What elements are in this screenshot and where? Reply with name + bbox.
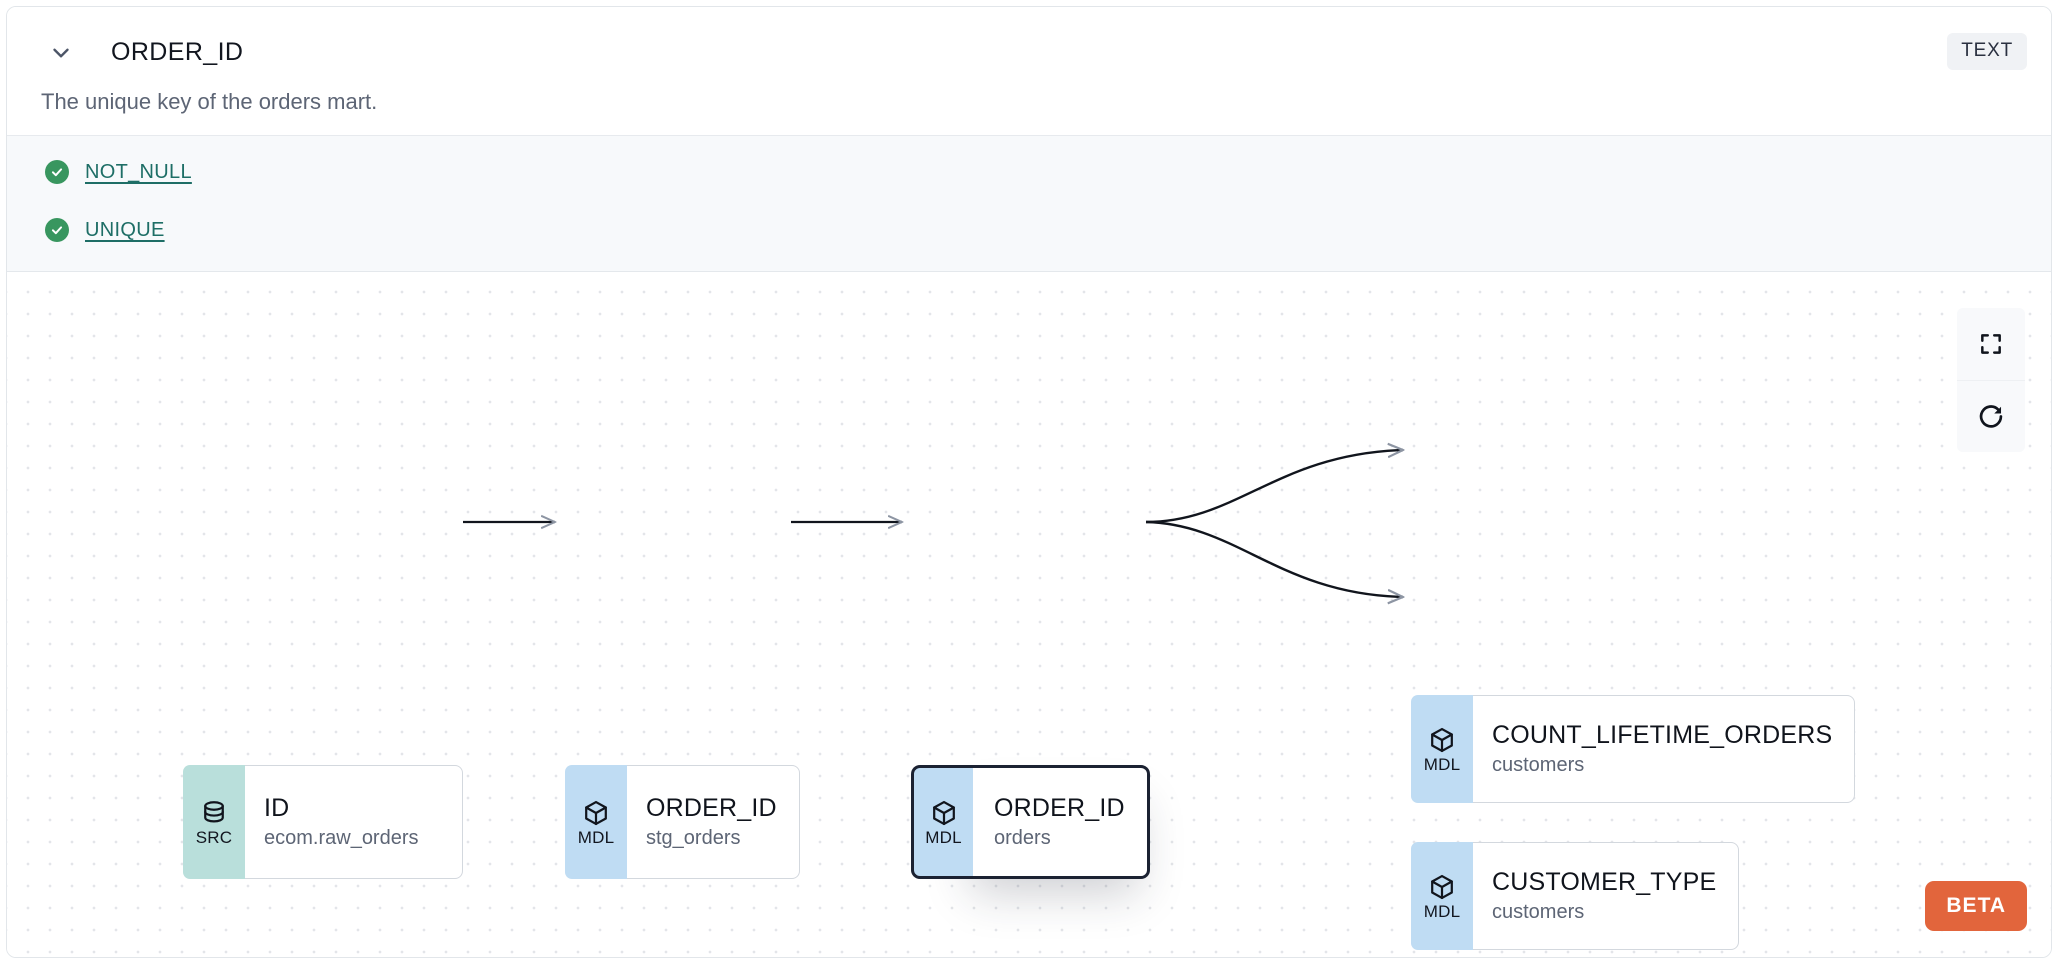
test-row[interactable]: UNIQUE	[45, 218, 165, 242]
refresh-button[interactable]	[1957, 380, 2025, 452]
beta-badge[interactable]: BETA	[1925, 881, 2027, 931]
cube-icon	[585, 800, 607, 826]
panel-header: ORDER_ID TEXT The unique key of the orde…	[7, 7, 2051, 135]
node-badge-label: MDL	[1423, 902, 1461, 921]
canvas-controls	[1957, 308, 2025, 452]
node-column-name: ORDER_ID	[994, 794, 1125, 822]
column-description: The unique key of the orders mart.	[41, 89, 378, 114]
database-icon	[204, 801, 224, 823]
column-detail-panel: ORDER_ID TEXT The unique key of the orde…	[6, 6, 2052, 958]
check-circle-icon	[45, 218, 69, 242]
lineage-node-src[interactable]: SRC ID ecom.raw_orders	[183, 765, 463, 879]
lineage-canvas[interactable]: SRC ID ecom.raw_orders MDL ORDER_ID stg_…	[7, 272, 2051, 957]
node-badge-mdl: MDL	[1411, 695, 1473, 803]
cube-icon	[1431, 727, 1453, 753]
lineage-node-orders-selected[interactable]: MDL ORDER_ID orders	[911, 765, 1150, 879]
node-badge-label: SRC	[195, 828, 233, 847]
node-body: ORDER_ID stg_orders	[613, 765, 800, 879]
cube-icon	[932, 800, 955, 826]
node-badge-mdl: MDL	[911, 765, 973, 879]
fullscreen-icon	[1981, 334, 2001, 354]
node-badge-src: SRC	[183, 765, 245, 879]
node-resource-name: ecom.raw_orders	[264, 827, 419, 849]
lineage-node-count-lifetime-orders[interactable]: MDL COUNT_LIFETIME_ORDERS customers	[1411, 695, 1856, 803]
lineage-node-stg-orders[interactable]: MDL ORDER_ID stg_orders	[565, 765, 800, 879]
lineage-node-customer-type[interactable]: MDL CUSTOMER_TYPE customers	[1411, 842, 1740, 950]
node-body: COUNT_LIFETIME_ORDERS customers	[1459, 695, 1856, 803]
refresh-icon	[1979, 404, 2003, 428]
node-body: CUSTOMER_TYPE customers	[1459, 842, 1740, 950]
cube-icon	[1431, 874, 1453, 900]
node-column-name: COUNT_LIFETIME_ORDERS	[1492, 721, 1833, 749]
node-badge-mdl: MDL	[1411, 842, 1473, 950]
data-type-badge: TEXT	[1947, 33, 2027, 70]
node-body: ORDER_ID orders	[959, 765, 1150, 879]
node-resource-name: customers	[1492, 754, 1585, 776]
node-badge-label: MDL	[1423, 755, 1461, 774]
node-resource-name: orders	[994, 827, 1051, 849]
node-resource-name: customers	[1492, 901, 1585, 923]
node-body: ID ecom.raw_orders	[231, 765, 463, 879]
node-badge-mdl: MDL	[565, 765, 627, 879]
node-column-name: ORDER_ID	[646, 794, 777, 822]
node-column-name: ID	[264, 794, 290, 822]
tests-section: NOT_NULL UNIQUE	[7, 135, 2051, 272]
test-link[interactable]: UNIQUE	[85, 219, 165, 241]
node-badge-label: MDL	[577, 828, 615, 847]
page-title: ORDER_ID	[111, 38, 244, 66]
test-row[interactable]: NOT_NULL	[45, 160, 192, 184]
check-circle-icon	[45, 160, 69, 184]
edge-orders-customer-type	[1145, 520, 1403, 597]
fullscreen-button[interactable]	[1957, 308, 2025, 380]
node-column-name: CUSTOMER_TYPE	[1492, 868, 1717, 896]
chevron-down-icon[interactable]	[43, 35, 79, 71]
node-resource-name: stg_orders	[646, 827, 741, 849]
node-badge-label: MDL	[925, 828, 962, 847]
edge-orders-count	[1145, 450, 1403, 524]
test-link[interactable]: NOT_NULL	[85, 161, 192, 183]
